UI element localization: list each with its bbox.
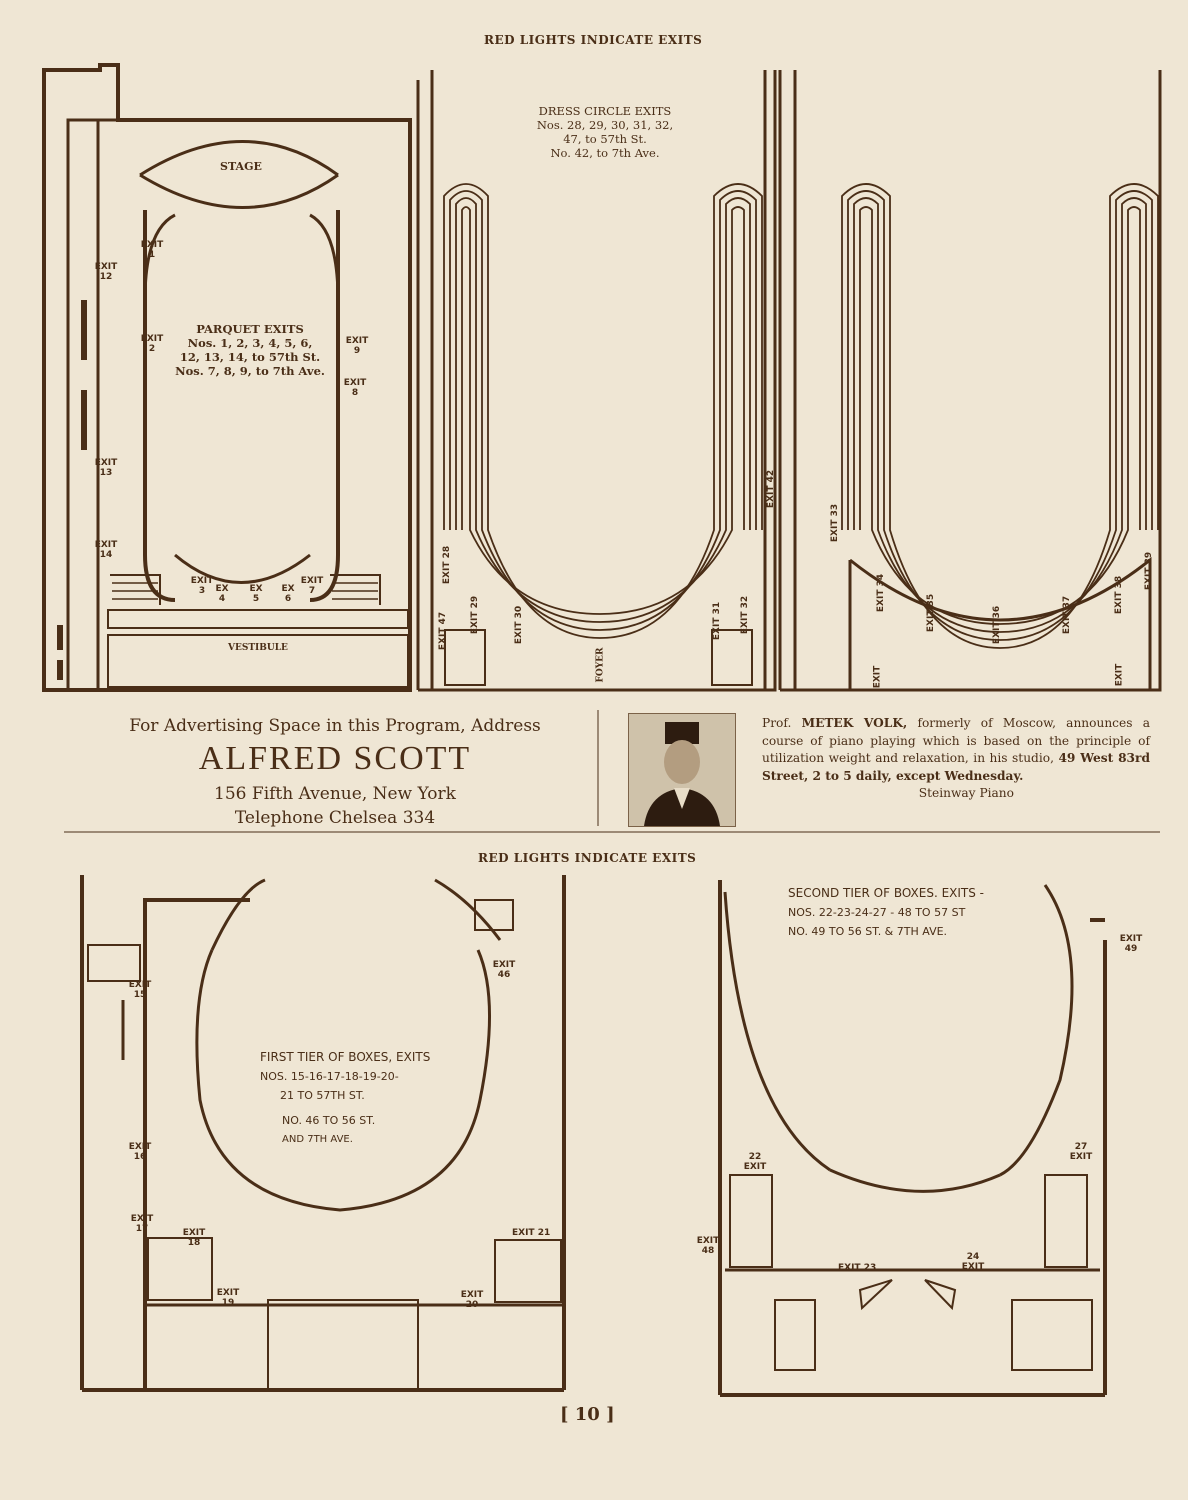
- exit-label: 27 EXIT: [1069, 1142, 1093, 1162]
- exit-label: EXIT 49: [1119, 934, 1143, 954]
- portrait-photo: [628, 713, 736, 827]
- second-tier-notice: SECOND TIER OF BOXES. EXITS - NOS. 22-23…: [788, 884, 984, 941]
- exit-label: EXIT 7: [300, 576, 324, 596]
- parquet-notice-title: PARQUET EXITS: [196, 322, 304, 336]
- exit-label: EXIT 35: [926, 593, 937, 633]
- exit-label: EXIT: [872, 665, 883, 689]
- ad-address: 156 Fifth Avenue, New York: [214, 784, 456, 804]
- volk-lead: Prof.: [762, 716, 792, 730]
- exit-label: EXIT 3: [190, 576, 214, 596]
- exit-label: EXIT 33: [830, 503, 841, 543]
- exit-label: EXIT 21: [512, 1228, 551, 1238]
- exit-label: EXIT 29: [470, 595, 481, 635]
- exit-label: EXIT 28: [442, 545, 453, 585]
- exit-label: EXIT 48: [696, 1236, 720, 1256]
- page-number: [ 10 ]: [560, 1404, 615, 1425]
- ad-line: For Advertising Space in this Program, A…: [129, 716, 541, 736]
- exit-label: EX 4: [215, 584, 229, 604]
- exit-label: EXIT 2: [140, 334, 164, 354]
- second-tier-notice-line: NOS. 22-23-24-27 - 48 TO 57 ST: [788, 906, 966, 919]
- exit-label: EXIT 38: [1114, 575, 1125, 615]
- exit-label: EXIT 31: [712, 601, 723, 641]
- first-tier-notice-line: AND 7TH AVE.: [282, 1134, 353, 1145]
- volk-signature: Steinway Piano: [918, 786, 1014, 800]
- second-tier-notice-line: NO. 49 TO 56 ST. & 7TH AVE.: [788, 925, 948, 938]
- volk-notice: Prof. METEK VOLK, formerly of Moscow, an…: [762, 715, 1150, 803]
- exit-label: EXIT 46: [492, 960, 516, 980]
- exit-label: EXIT: [1114, 663, 1125, 687]
- dress-circle-notice-title: DRESS CIRCLE EXITS: [538, 104, 672, 118]
- second-tier-notice-title: SECOND TIER OF BOXES. EXITS -: [788, 886, 985, 900]
- foyer-label: FOYER: [595, 647, 606, 683]
- exit-label: EXIT 18: [182, 1228, 206, 1248]
- dress-circle-notice-line: Nos. 28, 29, 30, 31, 32,: [536, 118, 674, 132]
- exit-label: EXIT 1: [140, 240, 164, 260]
- parquet-notice-line: 12, 13, 14, to 57th St.: [179, 350, 321, 364]
- first-tier-notice-line: NO. 46 TO 56 ST.: [282, 1114, 376, 1127]
- first-tier-notice-line: 21 TO 57TH ST.: [280, 1089, 365, 1102]
- parquet-notice: PARQUET EXITS Nos. 1, 2, 3, 4, 5, 6, 12,…: [140, 322, 360, 378]
- parquet-plan: [42, 63, 412, 692]
- first-tier-notice: FIRST TIER OF BOXES, EXITS NOS. 15-16-17…: [260, 1048, 430, 1149]
- exit-label: EXIT 30: [514, 605, 525, 645]
- exit-label: EX 5: [249, 584, 263, 604]
- exit-label: EXIT 14: [94, 540, 118, 560]
- exit-label: EXIT 20: [460, 1290, 484, 1310]
- parquet-notice-line: Nos. 7, 8, 9, to 7th Ave.: [175, 364, 325, 378]
- exit-label: EXIT 32: [740, 595, 751, 635]
- exit-label: EXIT 17: [130, 1214, 154, 1234]
- parquet-notice-line: Nos. 1, 2, 3, 4, 5, 6,: [187, 336, 313, 350]
- dress-circle-notice-line: 47, to 57th St.: [563, 132, 647, 146]
- vestibule-label: VESTIBULE: [228, 643, 288, 653]
- first-tier-plan: [80, 875, 566, 1392]
- exit-label: EXIT 47: [438, 611, 449, 651]
- dress-circle-notice-line: No. 42, to 7th Ave.: [550, 146, 660, 160]
- first-tier-notice-line: NOS. 15-16-17-18-19-20-: [260, 1070, 399, 1083]
- volk-body: formerly of Moscow, announces a course o…: [762, 716, 1150, 765]
- ad-phone: Telephone Chelsea 334: [234, 808, 436, 828]
- dress-circle-plan: [416, 70, 777, 692]
- exit-label: EXIT 8: [343, 378, 367, 398]
- exit-label: EXIT 12: [94, 262, 118, 282]
- exit-label: 24 EXIT: [961, 1252, 985, 1272]
- exit-label: EXIT 15: [128, 980, 152, 1000]
- exit-label: 22 EXIT: [743, 1152, 767, 1172]
- header-top: RED LIGHTS INDICATE EXITS: [484, 33, 703, 47]
- advertising-notice: For Advertising Space in this Program, A…: [80, 716, 590, 830]
- portrait-image: [629, 714, 735, 826]
- stage-label: STAGE: [220, 160, 262, 173]
- exit-label: EXIT 23: [838, 1263, 877, 1273]
- exit-label: EXIT 37: [1062, 595, 1073, 635]
- exit-label: EXIT 19: [216, 1288, 240, 1308]
- exit-label: EX 6: [281, 584, 295, 604]
- ad-name: ALFRED SCOTT: [198, 740, 472, 777]
- balcony-plan: [778, 70, 1162, 692]
- first-tier-notice-title: FIRST TIER OF BOXES, EXITS: [260, 1050, 431, 1064]
- exit-label: EXIT 16: [128, 1142, 152, 1162]
- exit-label: EXIT 39: [1144, 551, 1155, 591]
- header-mid: RED LIGHTS INDICATE EXITS: [478, 851, 697, 865]
- exit-label: EXIT 34: [876, 573, 887, 613]
- second-tier-plan: [718, 880, 1107, 1397]
- volk-name: METEK VOLK,: [801, 716, 908, 730]
- dress-circle-notice: DRESS CIRCLE EXITS Nos. 28, 29, 30, 31, …: [490, 104, 720, 160]
- volk-text: Prof. METEK VOLK, formerly of Moscow, an…: [762, 715, 1150, 785]
- exit-label: EXIT 13: [94, 458, 118, 478]
- exit-label: EXIT 36: [992, 605, 1003, 645]
- exit-label: EXIT 9: [345, 336, 369, 356]
- volk-address: 49 West 83rd Street, 2 to 5 daily, excep…: [762, 751, 1150, 783]
- exit-label: EXIT 42: [766, 469, 777, 509]
